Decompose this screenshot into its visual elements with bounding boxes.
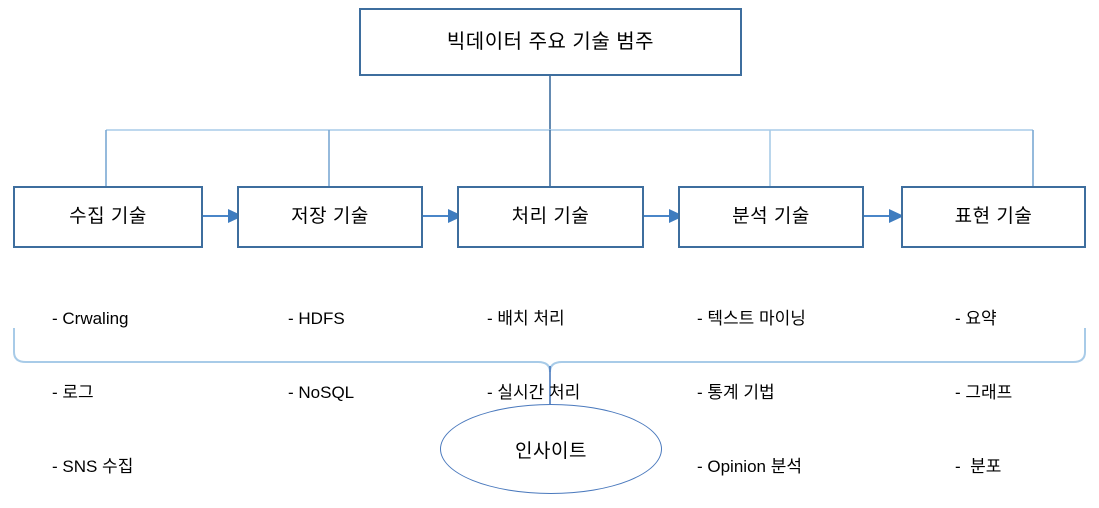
stage-items-processing: - 배치 처리 - 실시간 처리 [487, 258, 647, 455]
list-item: - 분포 [955, 457, 1002, 477]
page-title: 빅데이터 주요 기술 범주 [446, 31, 655, 53]
list-item: - 그래프 [955, 383, 1013, 403]
stage-box-processing[interactable]: 처리 기술 [457, 186, 644, 248]
list-item: - 실시간 처리 [487, 383, 581, 403]
list-item: - 요약 [955, 309, 997, 329]
list-item: - Crwaling [52, 309, 129, 329]
stage-label-processing: 처리 기술 [511, 205, 590, 227]
stage-box-presentation[interactable]: 표현 기술 [901, 186, 1086, 248]
stage-label-collection: 수집 기술 [69, 205, 147, 227]
stage-box-analysis[interactable]: 분석 기술 [678, 186, 864, 248]
list-item: - Opinion 분석 [697, 457, 802, 477]
list-item: - 통계 기법 [697, 383, 775, 403]
stage-items-presentation: - 요약 - 그래프 - 분포 [955, 258, 1095, 508]
outcome-label: 인사이트 [515, 440, 587, 462]
list-item: - HDFS [288, 309, 345, 329]
stage-items-collection: - Crwaling - 로그 - SNS 수집 [52, 258, 202, 508]
stage-box-collection[interactable]: 수집 기술 [13, 186, 203, 248]
stage-label-analysis: 분석 기술 [732, 205, 810, 227]
stage-items-analysis: - 텍스트 마이닝 - 통계 기법 - Opinion 분석 [697, 258, 872, 508]
list-item: - SNS 수집 [52, 457, 134, 477]
stage-items-storage: - HDFS - NoSQL [288, 258, 438, 455]
list-item: - 로그 [52, 383, 94, 403]
stage-label-storage: 저장 기술 [291, 205, 369, 227]
outcome-ellipse[interactable]: 인사이트 [440, 404, 662, 494]
stage-label-presentation: 표현 기술 [954, 205, 1033, 227]
flow-arrow-4-to-5 [864, 209, 904, 223]
list-item: - 텍스트 마이닝 [697, 309, 806, 329]
list-item: - 배치 처리 [487, 309, 565, 329]
diagram-title-box: 빅데이터 주요 기술 범주 [359, 8, 742, 76]
stage-box-storage[interactable]: 저장 기술 [237, 186, 423, 248]
list-item: - NoSQL [288, 383, 355, 403]
